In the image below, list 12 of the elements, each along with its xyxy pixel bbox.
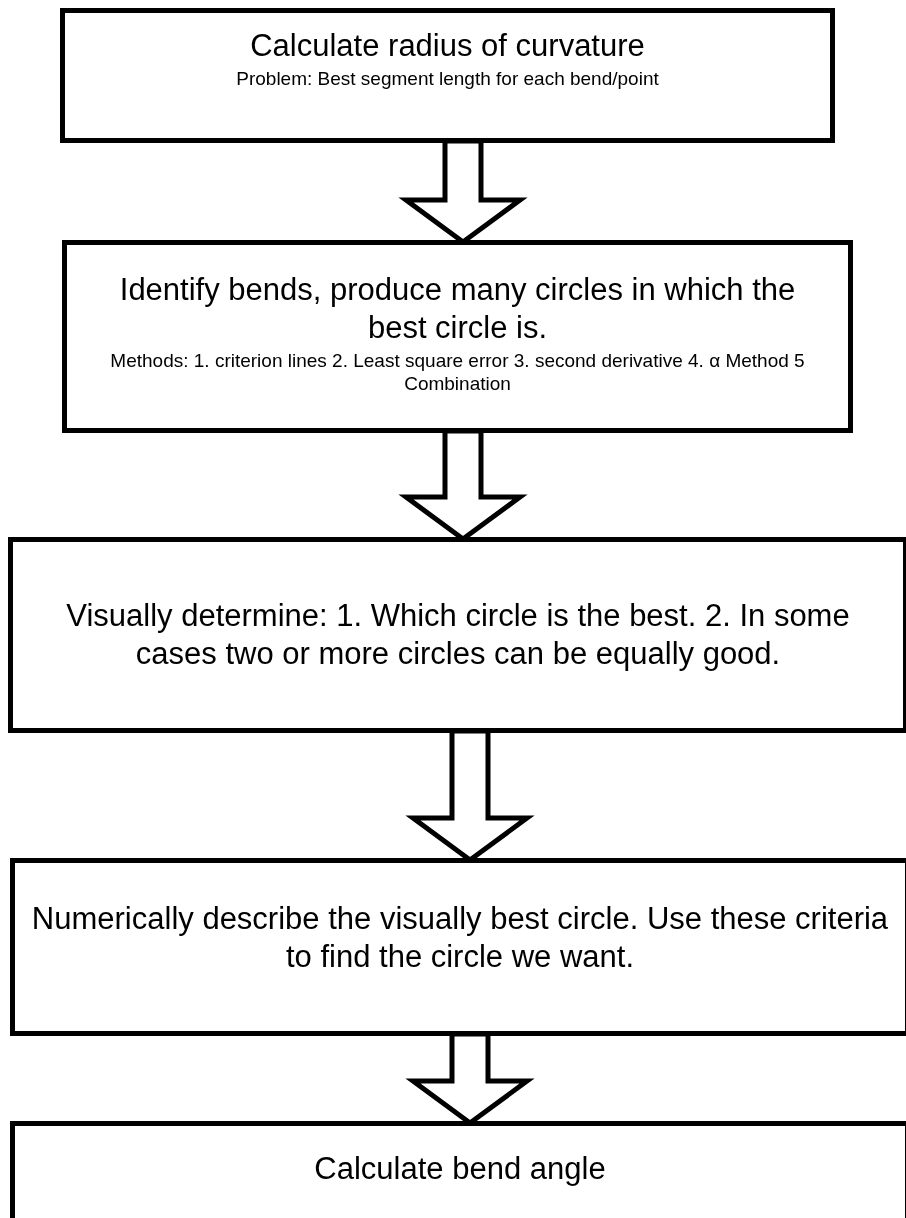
process-box: [8, 537, 906, 733]
process-box: [62, 240, 853, 433]
process-box: [60, 8, 835, 143]
step-title: Calculate bend angle: [314, 1150, 606, 1188]
step-title: Identify bends, produce many circles in which the best circle is.: [118, 271, 797, 347]
step-note: Methods: 1. criterion lines 2. Least square error 3. second derivative 4. α Method 5 Combination: [109, 348, 806, 397]
process-box: [10, 1121, 906, 1218]
step-title: Numerically describe the visually best circle. Use these criteria to find the circle we want.: [31, 900, 889, 976]
step-title: Calculate radius of curvature: [250, 27, 645, 65]
process-box: [10, 858, 906, 1036]
step-note: Problem: Best segment length for each bend/point: [236, 66, 659, 91]
step-title: Visually determine: 1. Which circle is the best. 2. In some cases two or more circles can be equally good.: [65, 597, 851, 673]
